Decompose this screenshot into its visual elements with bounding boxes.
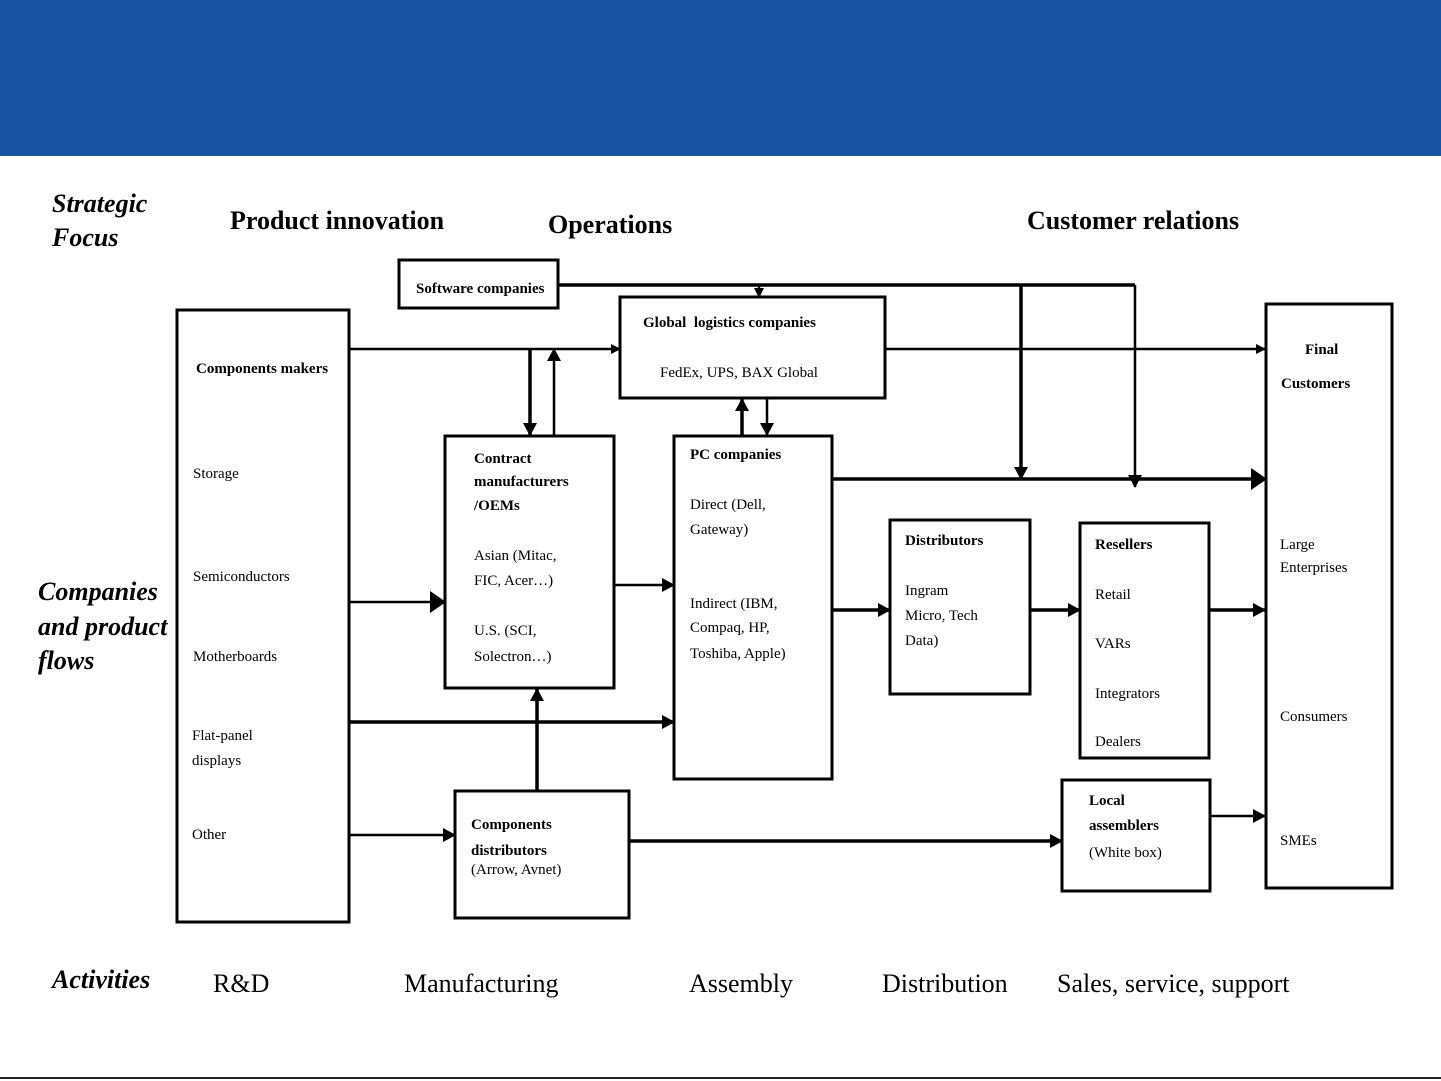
- activities-label: Activities: [50, 965, 150, 994]
- compdist-title-line1: Components: [471, 817, 552, 833]
- local-title-line2: assemblers: [1089, 818, 1159, 834]
- activity-distribution: Distribution: [882, 969, 1008, 998]
- local-body: (White box): [1089, 845, 1162, 861]
- final-customers-box: Final Customers Large Enterprises Consum…: [1264, 302, 1394, 890]
- pc-companies-box: PC companies Direct (Dell, Gateway) Indi…: [672, 434, 834, 781]
- resellers-item-vars: VARs: [1095, 636, 1131, 652]
- activity-manufacturing: Manufacturing: [404, 969, 559, 998]
- resellers-item-dealers: Dealers: [1095, 734, 1141, 750]
- header-band: [0, 0, 1441, 156]
- distributors-title: Distributors: [905, 533, 983, 549]
- compdist-body: (Arrow, Avnet): [471, 862, 561, 878]
- contract-body-line2: FIC, Acer…): [474, 573, 553, 589]
- companies-flows-label-line3: flows: [38, 646, 94, 675]
- resellers-item-retail: Retail: [1095, 587, 1131, 603]
- bottom-rule: [0, 1077, 1441, 1079]
- components-item-semiconductors: Semiconductors: [193, 569, 290, 585]
- logistics-body: FedEx, UPS, BAX Global: [660, 365, 818, 381]
- contract-body-line3: U.S. (SCI,: [474, 623, 537, 639]
- customer-relations-heading: Customer relations: [1027, 206, 1239, 235]
- distributors-body-line2: Micro, Tech: [905, 608, 978, 624]
- compdist-title-line2: distributors: [471, 843, 547, 859]
- distributors-body-line3: Data): [905, 633, 938, 649]
- distributors-body-line1: Ingram: [905, 583, 949, 599]
- resellers-title: Resellers: [1095, 537, 1153, 553]
- companies-flows-label-line1: Companies: [38, 577, 158, 606]
- pc-body-line2: Gateway): [690, 522, 748, 538]
- software-companies-title: Software companies: [416, 281, 545, 297]
- contract-title-line3: /OEMs: [473, 498, 520, 514]
- pc-title: PC companies: [690, 447, 781, 463]
- distributors-box: Distributors Ingram Micro, Tech Data): [888, 518, 1032, 696]
- final-title-line1: Final: [1305, 342, 1338, 358]
- pc-body-line5: Toshiba, Apple): [690, 646, 786, 662]
- final-body-enterprises: Enterprises: [1280, 560, 1348, 576]
- activity-rd: R&D: [213, 969, 269, 998]
- final-body-consumers: Consumers: [1280, 709, 1348, 725]
- components-item-flatpanel-line2: displays: [192, 753, 241, 769]
- logistics-box: Global logistics companies FedEx, UPS, B…: [618, 295, 887, 400]
- resellers-item-integrators: Integrators: [1095, 686, 1160, 702]
- product-innovation-heading: Product innovation: [230, 206, 445, 235]
- resellers-box: Resellers Retail VARs Integrators Dealer…: [1078, 521, 1211, 760]
- contract-body-line4: Solectron…): [474, 649, 551, 665]
- components-item-flatpanel-line1: Flat-panel: [192, 728, 253, 744]
- local-title-line1: Local: [1089, 793, 1125, 809]
- components-distributors-box: Components distributors (Arrow, Avnet): [453, 789, 631, 920]
- pc-body-line4: Compaq, HP,: [690, 620, 770, 636]
- pc-body-line3: Indirect (IBM,: [690, 596, 777, 612]
- components-item-motherboards: Motherboards: [193, 649, 277, 665]
- components-makers-title: Components makers: [196, 361, 328, 377]
- components-makers-box: Components makers Storage Semiconductors…: [175, 308, 351, 924]
- final-body-large: Large: [1280, 537, 1315, 553]
- final-body-smes: SMEs: [1280, 833, 1317, 849]
- activity-sales-service-support: Sales, service, support: [1057, 969, 1290, 998]
- contract-title-line1: Contract: [474, 451, 531, 467]
- contract-title-line2: manufacturers: [474, 474, 569, 490]
- components-item-storage: Storage: [193, 466, 239, 482]
- strategic-focus-label-line1: Strategic: [52, 189, 148, 218]
- components-item-other: Other: [192, 827, 226, 843]
- pc-body-line1: Direct (Dell,: [690, 497, 766, 513]
- strategic-focus-label-line2: Focus: [51, 223, 118, 252]
- operations-heading: Operations: [548, 210, 672, 239]
- contract-body-line1: Asian (Mitac,: [474, 548, 556, 564]
- logistics-title: Global logistics companies: [643, 315, 816, 331]
- software-companies-box: Software companies: [397, 258, 560, 310]
- companies-flows-label-line2: and product: [38, 612, 168, 641]
- final-title-line2: Customers: [1281, 376, 1350, 392]
- local-assemblers-box: Local assemblers (White box): [1060, 778, 1212, 893]
- contract-manufacturers-box: Contract manufacturers /OEMs Asian (Mita…: [443, 434, 616, 690]
- activity-assembly: Assembly: [689, 969, 793, 998]
